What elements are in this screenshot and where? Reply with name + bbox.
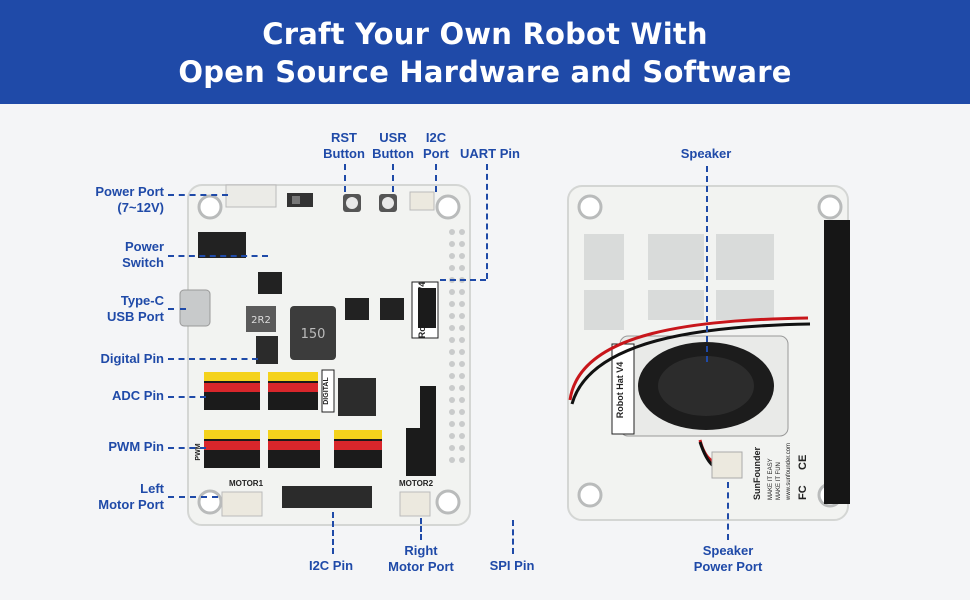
pwm-headers: PWM [195,430,382,468]
power-port-connector [225,184,277,208]
mount-hole [435,489,461,515]
motor1-silkscreen: MOTOR1 [229,479,264,488]
header-title-line2: Open Source Hardware and Software [178,55,792,89]
label-adc-pin-text: ADC Pin [112,388,164,403]
label-right-motor-line2: Motor Port [388,559,454,574]
right-motor-port [399,491,431,517]
inductor-label: 150 [301,327,326,342]
label-digital-pin: Digital Pin [72,351,164,367]
inductor2-label: 2R2 [251,315,271,326]
pwm-silkscreen: PWM [195,443,202,460]
label-speaker-power-line2: Power Port [693,559,763,574]
mount-hole [577,194,603,220]
header-title-line1: Craft Your Own Robot With [262,17,708,51]
label-pwm-pin-text: PWM Pin [108,439,164,454]
label-left-motor: Left Motor Port [72,481,164,513]
mount-hole [197,489,223,515]
i2c-port-connector [409,191,435,211]
fc-silkscreen: FC [797,485,809,500]
site-silkscreen: www.sunfounder.com [786,443,792,501]
label-type-c-line2: USB Port [106,309,164,324]
label-adc-pin: ADC Pin [72,388,164,404]
label-rst-button: RST Button [318,130,370,162]
label-power-switch-line2: Switch [122,255,164,270]
front-board: 2R2 150 Robot Hat V4 [179,184,471,526]
label-uart-pin: UART Pin [460,146,520,162]
label-rst-button-line1: RST [331,130,357,145]
label-left-motor-line1: Left [140,481,164,496]
label-speaker-power-line1: Speaker [702,543,754,558]
label-usr-button: USR Button [366,130,420,162]
mount-hole [817,194,843,220]
label-type-c-line1: Type-C [120,293,164,308]
label-rst-button-line2: Button [323,146,365,161]
label-power-port-line2: (7~12V) [117,200,164,215]
left-motor-port [221,491,263,517]
label-power-switch-line1: Power [124,239,164,254]
label-power-port: Power Port (7~12V) [72,184,164,216]
digital-silkscreen: DIGITAL [323,377,330,405]
tagline1-silkscreen: MAKE IT EASY [768,458,774,500]
label-pwm-pin: PWM Pin [72,439,164,455]
digital-adc-headers: DIGITAL [204,369,335,413]
label-i2c-port-line2: Port [423,146,449,161]
label-spi-pin: SPI Pin [486,558,538,574]
label-spi-pin-text: SPI Pin [489,558,535,573]
label-speaker: Speaker [674,146,738,162]
motor2-silkscreen: MOTOR2 [399,479,434,488]
label-left-motor-line2: Motor Port [98,497,164,512]
label-i2c-pin: I2C Pin [302,558,360,574]
label-power-port-line1: Power Port [95,184,164,199]
speaker-power-connector [711,451,743,479]
boards-photo: 2R2 150 Robot Hat V4 [179,184,850,526]
label-right-motor-line1: Right [404,543,438,558]
ce-silkscreen: CE [797,455,809,470]
label-digital-pin-text: Digital Pin [100,351,164,366]
back-board: Robot Hat V4 SunFounder MAKE IT EASY MAK… [567,185,850,521]
label-usr-button-line1: USR [379,130,407,145]
mcu-chip [338,378,376,416]
label-speaker-text: Speaker [680,146,732,161]
label-power-switch: Power Switch [72,239,164,271]
label-uart-pin-text: UART Pin [460,146,520,161]
label-speaker-power-port: Speaker Power Port [684,543,772,575]
mount-hole [435,194,461,220]
mount-hole [197,194,223,220]
gpio-header [824,220,850,504]
mount-hole [577,482,603,508]
gpio-holes [449,229,465,463]
label-i2c-pin-text: I2C Pin [308,558,354,573]
label-i2c-port: I2C Port [418,130,454,162]
label-type-c: Type-C USB Port [72,293,164,325]
brand-silkscreen: SunFounder [752,447,762,500]
tagline2-silkscreen: MAKE IT FUN [776,462,782,500]
label-i2c-port-line1: I2C [425,130,447,145]
back-pin-holes [584,234,774,330]
back-model-silkscreen: Robot Hat V4 [615,362,625,419]
label-usr-button-line2: Button [372,146,414,161]
header-banner: Craft Your Own Robot With Open Source Ha… [0,0,970,104]
label-right-motor: Right Motor Port [384,543,458,575]
